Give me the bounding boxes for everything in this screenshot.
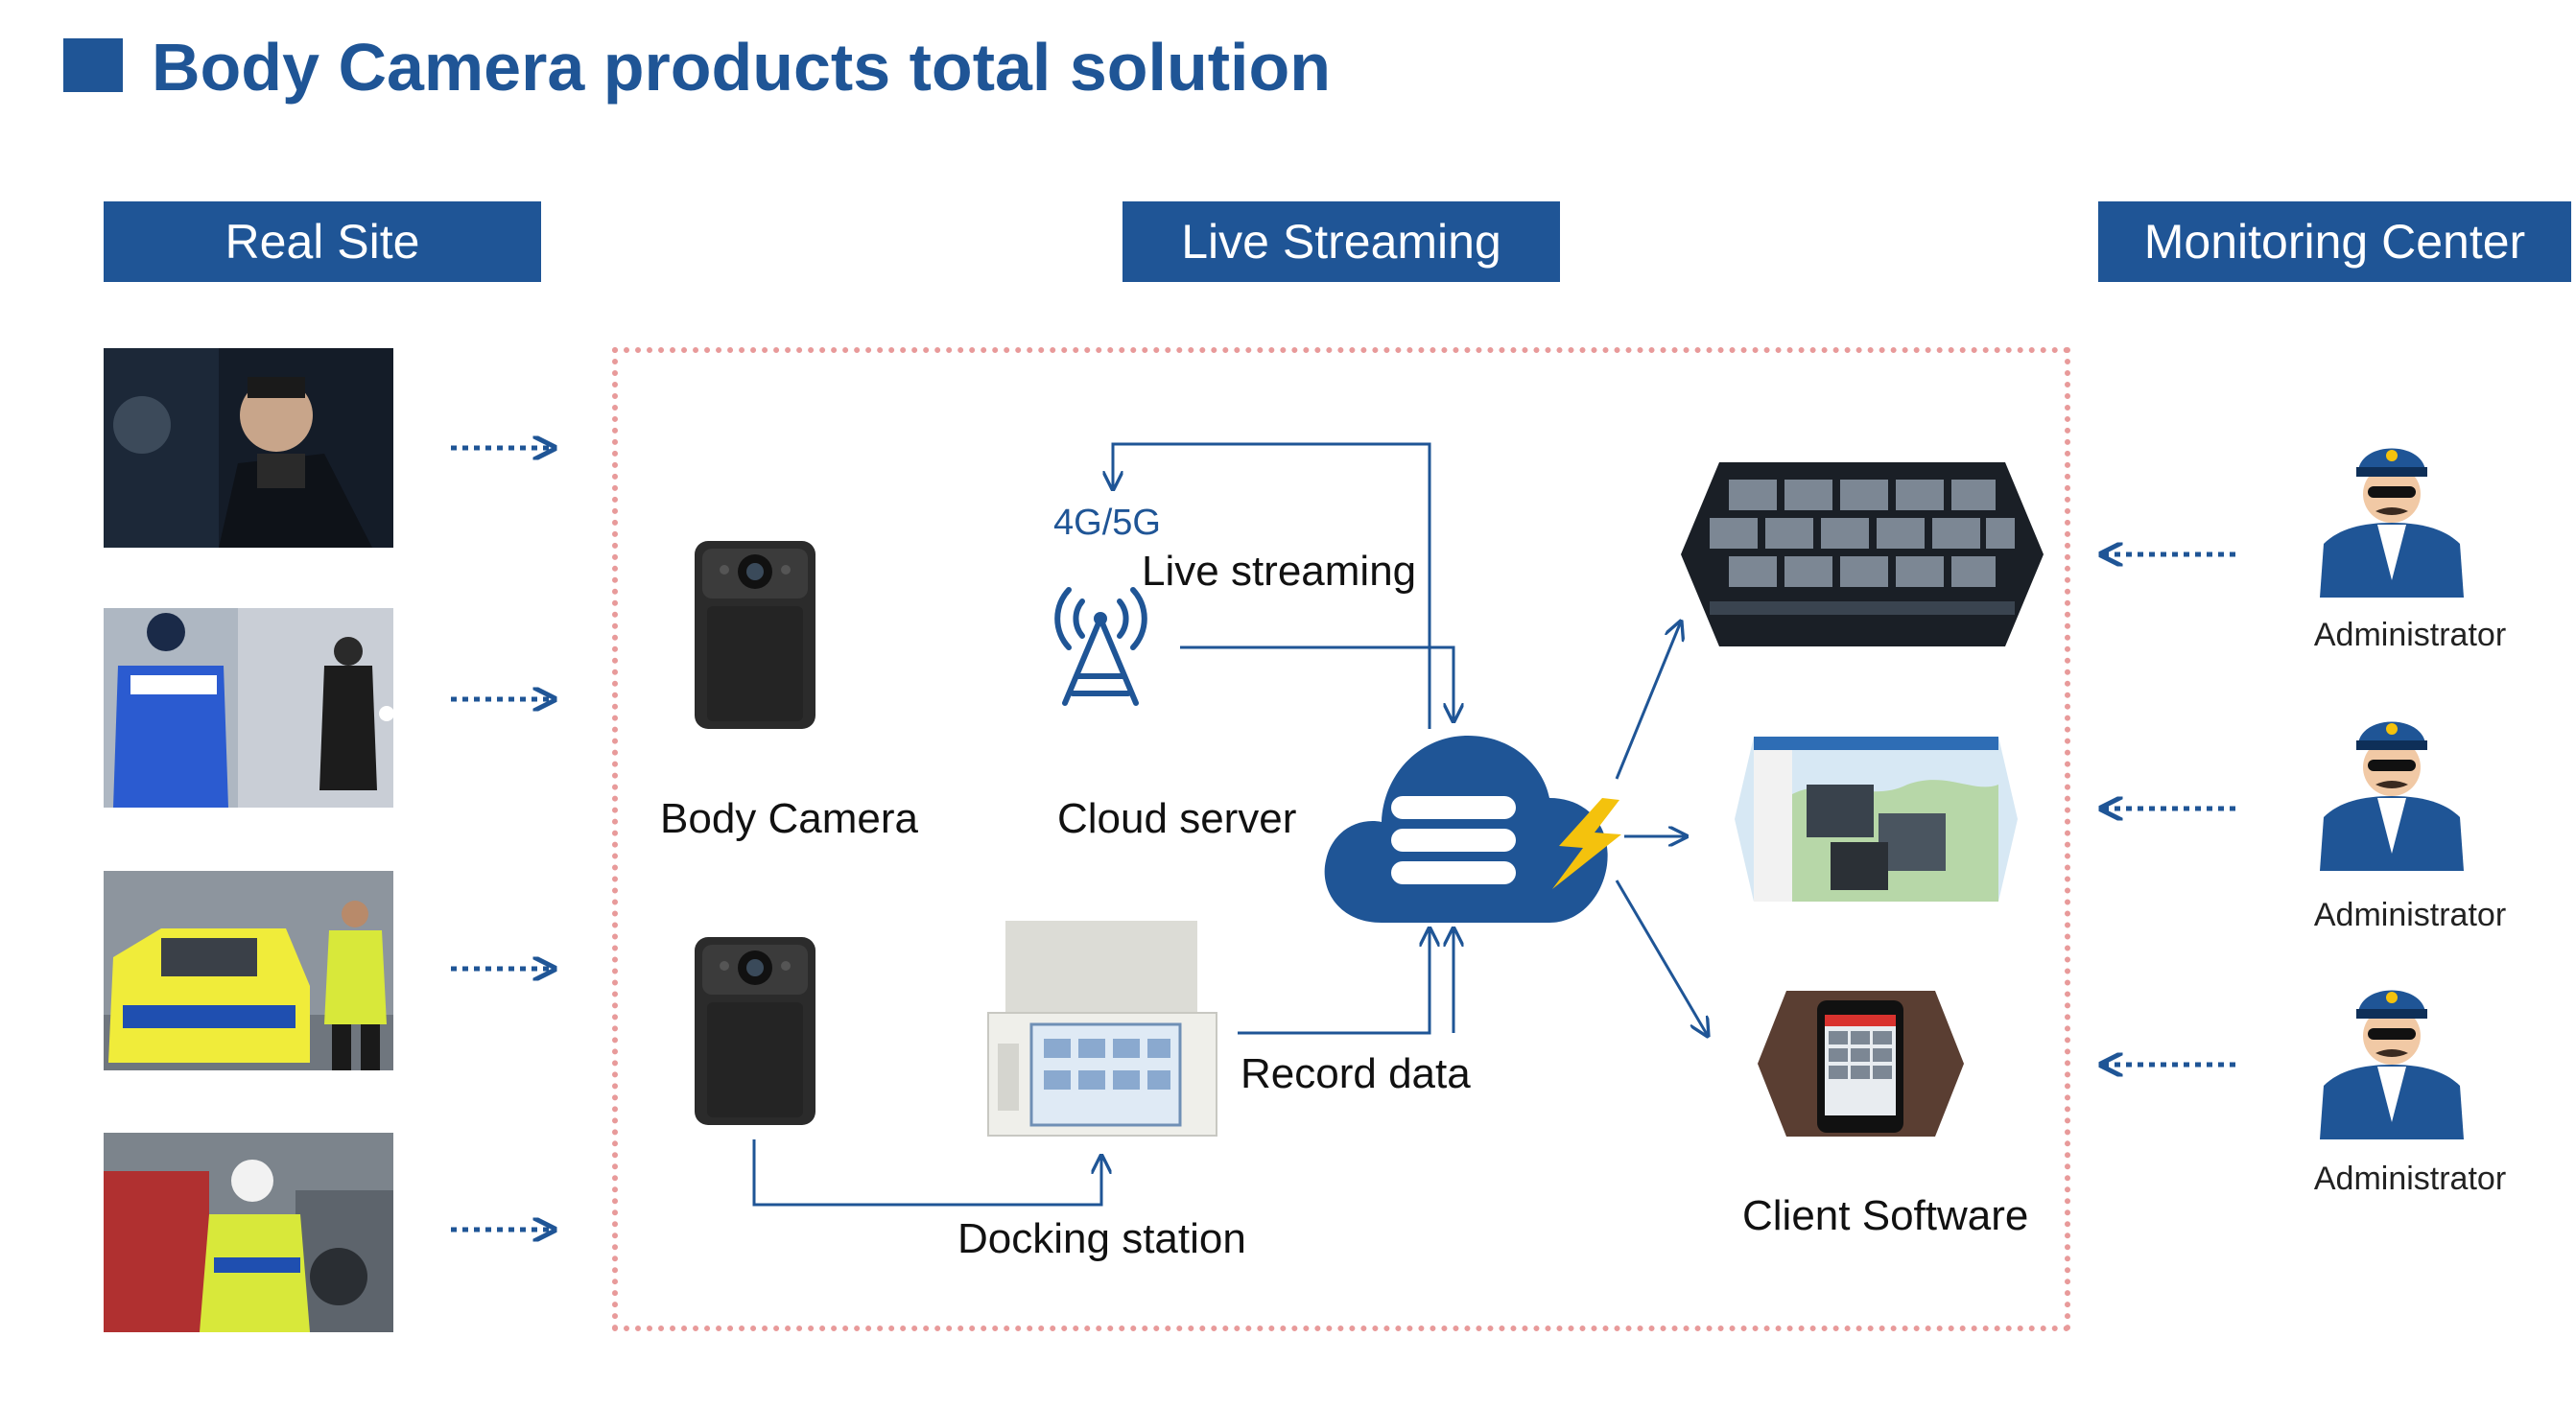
administrator-2-icon <box>2320 721 2464 871</box>
police-car-photo <box>104 871 393 1070</box>
cloud-server-icon <box>1324 736 1621 923</box>
body-camera-label: Body Camera <box>660 795 919 842</box>
cloud-server-label: Cloud server <box>1057 795 1297 842</box>
title-square-icon <box>63 38 123 92</box>
administrator-label-2: Administrator <box>2313 897 2507 933</box>
live-streaming-header: Live Streaming <box>1123 201 1560 282</box>
body-camera-2-icon <box>695 937 815 1125</box>
monitoring-center-header: Monitoring Center <box>2098 201 2571 282</box>
page-title: Body Camera products total solution <box>152 30 1331 105</box>
administrator-1-icon <box>2320 448 2464 598</box>
phone-app-icon <box>1758 991 1964 1137</box>
video-wall-icon <box>1681 462 2044 646</box>
client-software-label: Client Software <box>1742 1192 2029 1239</box>
officer-aiming-photo <box>104 348 393 548</box>
administrator-label-3: Administrator <box>2313 1161 2507 1197</box>
band-label: 4G/5G <box>1053 503 1161 543</box>
administrator-3-icon <box>2320 990 2464 1139</box>
traffic-officer-photo <box>104 1133 393 1332</box>
map-software-icon <box>1735 737 2018 902</box>
administrator-label-1: Administrator <box>2313 617 2507 653</box>
security-guard-photo <box>104 608 393 808</box>
record-data-label: Record data <box>1241 1050 1471 1097</box>
site-arrows <box>451 448 555 1230</box>
real-site-header: Real Site <box>104 201 541 282</box>
docking-station-label: Docking station <box>957 1215 1246 1262</box>
cell-tower-icon <box>1054 587 1147 706</box>
live-streaming-label: Live streaming <box>1142 548 1417 595</box>
admin-arrows <box>2101 554 2235 1065</box>
live-streaming-area <box>612 347 2070 1331</box>
body-camera-icon <box>695 541 815 729</box>
docking-station-icon <box>987 921 1217 1137</box>
